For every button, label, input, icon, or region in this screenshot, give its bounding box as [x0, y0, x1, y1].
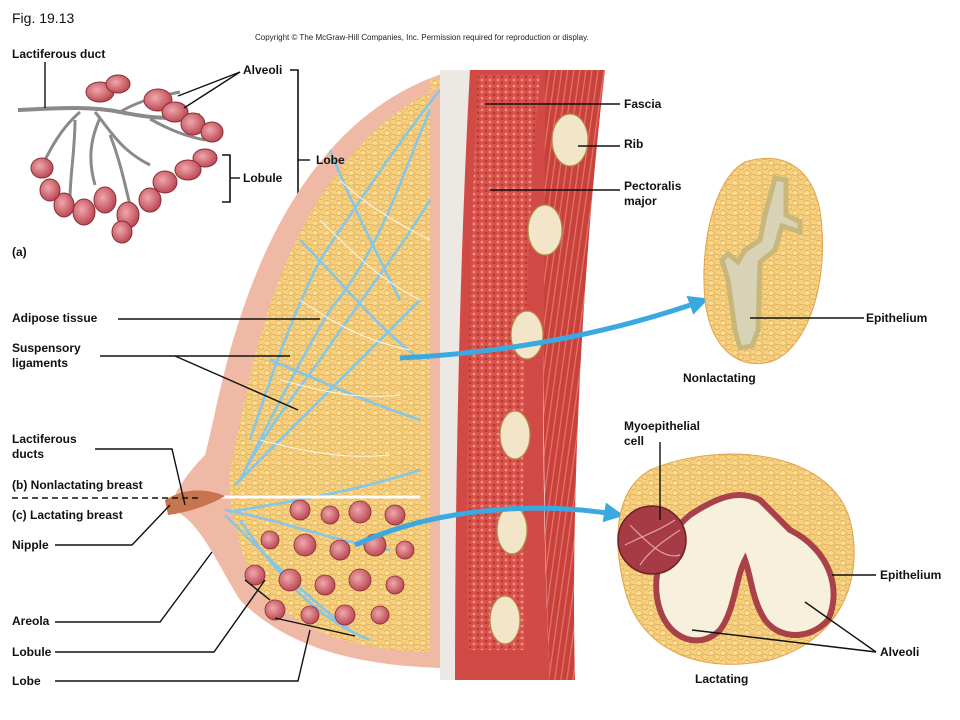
label-alveoli-lactating: Alveoli	[880, 645, 920, 659]
label-suspensory-ligaments: Suspensory ligaments	[12, 341, 81, 370]
nipple-drawing	[165, 490, 225, 515]
label-myoepithelial-cell: Myoepithelial cell	[624, 419, 701, 448]
copyright-notice: Copyright © The McGraw-Hill Companies, I…	[255, 33, 589, 42]
label-fascia: Fascia	[624, 97, 662, 111]
label-adipose-tissue: Adipose tissue	[12, 311, 98, 325]
label-nonlactating-breast: (b) Nonlactating breast	[12, 478, 143, 492]
label-lobe-a: Lobe	[316, 153, 345, 167]
caption-lactating: Lactating	[695, 672, 749, 686]
label-rib: Rib	[624, 137, 644, 151]
label-nipple: Nipple	[12, 538, 49, 552]
lobe-illustration	[17, 62, 310, 249]
label-epithelium-lactating: Epithelium	[880, 568, 942, 582]
label-lactiferous-duct: Lactiferous duct	[12, 47, 106, 61]
arrow-to-nonlactating	[399, 295, 709, 361]
figure-number: Fig. 19.13	[12, 10, 75, 26]
duct-network	[224, 89, 442, 642]
label-areola: Areola	[12, 614, 50, 628]
alveoli-cluster	[30, 74, 224, 244]
label-epithelium-nonlactating: Epithelium	[866, 311, 928, 325]
label-alveoli-a: Alveoli	[243, 63, 283, 77]
label-lactating-breast: (c) Lactating breast	[12, 508, 123, 522]
caption-nonlactating: Nonlactating	[683, 371, 756, 385]
myoepithelial-cell-drawing	[617, 505, 687, 575]
label-lobule-c: Lobule	[12, 645, 52, 659]
panel-a-tag: (a)	[12, 245, 27, 259]
fascia-layer	[440, 70, 470, 680]
duct-epithelium	[719, 175, 803, 351]
label-pectoralis-major: Pectoralis major	[624, 179, 682, 208]
label-lactiferous-ducts: Lactiferous ducts	[12, 432, 77, 461]
nonlactating-inset	[703, 157, 864, 364]
ribs	[489, 113, 589, 645]
arrow-to-lactating	[353, 502, 624, 548]
label-lobe-c: Lobe	[12, 674, 41, 688]
label-lobule-a: Lobule	[243, 171, 283, 185]
lactating-inset	[617, 442, 877, 665]
alveoli-drawing	[653, 492, 837, 644]
breast-cross-section	[12, 70, 620, 682]
